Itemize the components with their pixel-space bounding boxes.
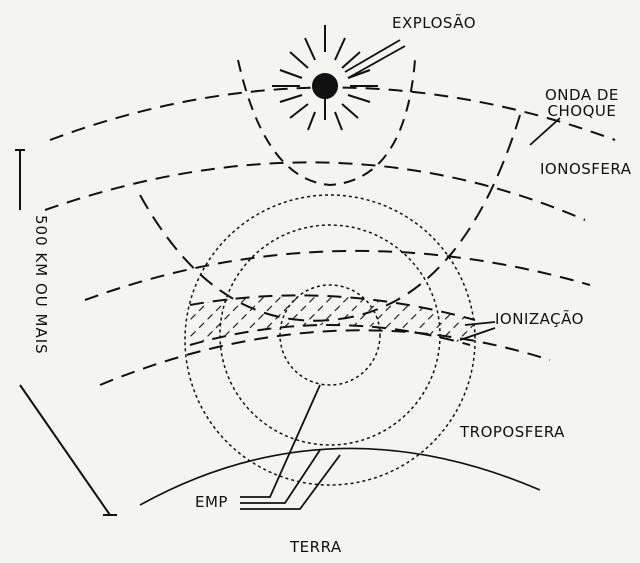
atmos-arc-6 — [99, 329, 551, 386]
atmos-arc-2 — [44, 161, 586, 221]
inner-shock-arc — [237, 59, 416, 187]
label-troposphere: TROPOSFERA — [460, 423, 565, 441]
emp-leader-2 — [240, 449, 321, 504]
emp-circle-middle — [219, 224, 441, 446]
shock-wave-arc — [139, 114, 521, 322]
emp-leader-3 — [240, 454, 341, 510]
label-explosion: EXPLOSÃO — [392, 14, 477, 32]
label-shock-wave: ONDA DE CHOQUE — [545, 86, 619, 120]
label-emp: EMP — [195, 493, 228, 511]
earth-surface — [139, 447, 541, 506]
ionization-lower-edge — [189, 324, 471, 346]
label-earth: TERRA — [290, 538, 342, 556]
ionization-band — [190, 295, 475, 345]
shock-leader — [529, 117, 561, 146]
ionization-leader-2 — [459, 327, 496, 341]
emp-circle-inner — [279, 284, 381, 386]
explosion-leader-1 — [344, 39, 401, 73]
ionization-leader-1 — [464, 321, 496, 326]
explosion-leader-2 — [347, 45, 406, 79]
label-scale: 500 KM OU MAIS — [32, 215, 50, 355]
atmos-arc-3 — [84, 249, 591, 301]
scale-bar — [15, 149, 117, 516]
explosion-burst — [272, 25, 378, 131]
emp-circle-outer — [184, 194, 476, 486]
ionization-upper-edge — [189, 294, 476, 321]
label-ionosphere: IONOSFERA — [540, 160, 632, 178]
emp-leader-1 — [240, 384, 321, 498]
label-ionization: IONIZAÇÃO — [495, 310, 584, 328]
